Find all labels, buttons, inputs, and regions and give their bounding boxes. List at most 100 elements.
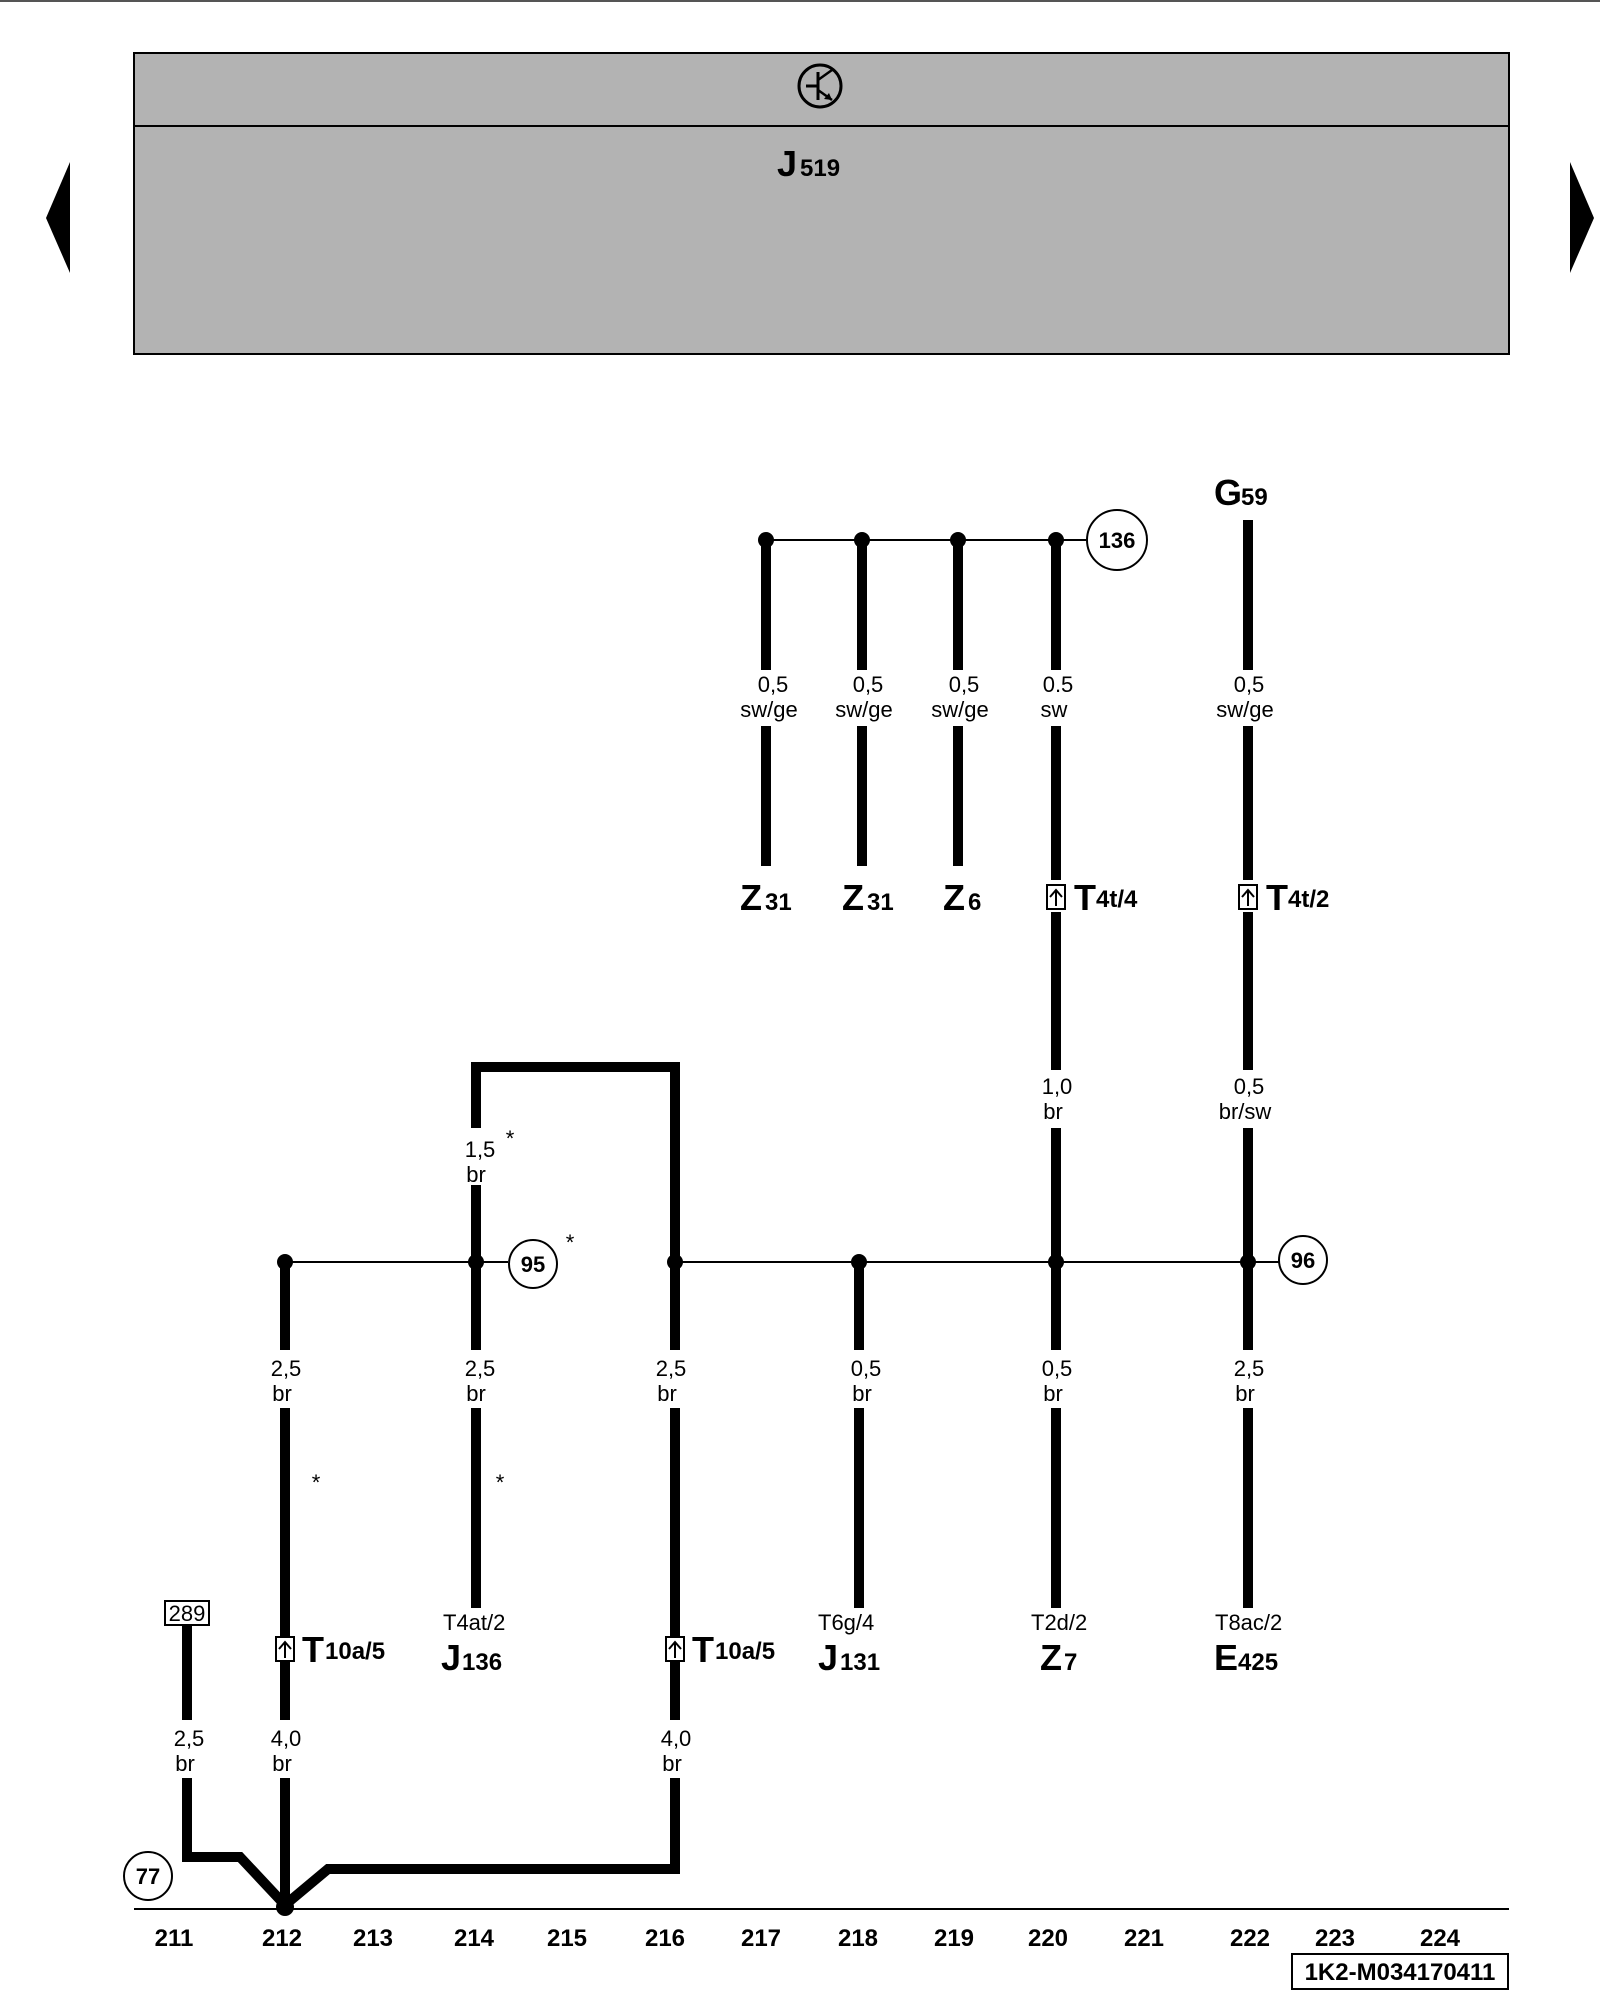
- wire-label-size: 0,5: [758, 672, 789, 697]
- component-j131-main: J: [818, 1637, 838, 1678]
- wire-label-color: sw/ge: [931, 697, 988, 722]
- wire-label-size: 0,5: [1234, 1074, 1265, 1099]
- column-number: 213: [353, 1925, 393, 1952]
- connector-t4t4: T 4t/4: [1046, 877, 1138, 918]
- wire-label-color: br: [272, 1751, 292, 1776]
- wire-label-color: sw/ge: [835, 697, 892, 722]
- document-id: 1K2-M034170411: [1305, 1959, 1496, 1986]
- wire-label-color: sw/ge: [1216, 697, 1273, 722]
- wire-label-size: 4,0: [271, 1726, 302, 1751]
- control-unit-label-main: J: [777, 143, 797, 184]
- column-number: 223: [1315, 1925, 1355, 1952]
- component-j131-sub: 131: [840, 1649, 880, 1676]
- connector-t4t4-sub: 4t/4: [1096, 886, 1138, 913]
- component-z31-b-sub: 31: [867, 889, 894, 916]
- column-number: 211: [155, 1925, 194, 1952]
- wire-label-color: br: [852, 1381, 872, 1406]
- connector-t10a5-left: T 10a/5: [275, 1629, 385, 1670]
- wire-label-color: br/sw: [1219, 1099, 1272, 1124]
- wire-label-color: sw/ge: [740, 697, 797, 722]
- wire-label-color: br: [1235, 1381, 1255, 1406]
- column-number: 212: [262, 1925, 302, 1952]
- node-95: [508, 1239, 558, 1289]
- component-z6-main: Z: [943, 877, 965, 918]
- connector-t10a5-left-main: T: [302, 1629, 324, 1670]
- reference-289-label: 289: [169, 1601, 206, 1626]
- component-z7-sub: 7: [1064, 1649, 1077, 1676]
- connector-t4t2: T 4t/2: [1238, 877, 1329, 918]
- ground-point: [276, 1898, 294, 1916]
- wire-label-color: br: [662, 1751, 682, 1776]
- wire-g59: 0,5 sw/ge: [1216, 520, 1274, 880]
- wire-j131: 0,5 br: [851, 1262, 881, 1608]
- node-96-label: 96: [1291, 1248, 1315, 1273]
- column-number: 215: [547, 1925, 587, 1952]
- wire-label-size: 2,5: [174, 1726, 205, 1751]
- component-z31-a-main: Z: [740, 877, 762, 918]
- wire-z31-a: 0,5 sw/ge: [740, 540, 798, 866]
- component-j136-sub: 136: [462, 1649, 502, 1676]
- column-number: 220: [1028, 1925, 1068, 1952]
- component-e425-sub: 425: [1238, 1649, 1278, 1676]
- wire-label-size: 0.5: [1043, 672, 1074, 697]
- component-z7-main: Z: [1040, 1637, 1062, 1678]
- wire-z31-b: 0,5 sw/ge: [835, 540, 893, 866]
- wire-label-color: br: [466, 1381, 486, 1406]
- pin-t8ac2: T8ac/2: [1215, 1610, 1282, 1635]
- wire-j136: 2,5 br *: [465, 1262, 505, 1608]
- wire-label-size: 1,0: [1042, 1074, 1073, 1099]
- wire-z7-mid: 1,0 br: [1042, 912, 1073, 1262]
- component-g59-main: G: [1214, 472, 1242, 513]
- connector-t10a5-left-sub: 10a/5: [325, 1638, 385, 1665]
- column-number: 221: [1124, 1925, 1164, 1952]
- wire-label-color: br: [466, 1162, 486, 1187]
- column-numbers: 211 212 213 214 215 216 217 218 219 220 …: [155, 1925, 1461, 1952]
- connector-t10a5-right-sub: 10a/5: [715, 1638, 775, 1665]
- component-j136-main: J: [441, 1637, 461, 1678]
- wire-z7-lower: 0,5 br: [1042, 1262, 1072, 1608]
- wire-e425: 2,5 br: [1234, 1262, 1264, 1608]
- wire-label-size: 2,5: [465, 1356, 496, 1381]
- component-z31-a-sub: 31: [765, 889, 792, 916]
- wire-label-color: br: [175, 1751, 195, 1776]
- pin-t2d2: T2d/2: [1031, 1610, 1087, 1635]
- wire-z7-upper: 0.5 sw: [1041, 540, 1074, 880]
- asterisk-mark: *: [312, 1470, 321, 1495]
- wire-label-color: br: [272, 1381, 292, 1406]
- component-g59-sub: 59: [1241, 484, 1268, 511]
- wire-g59-mid: 0,5 br/sw: [1219, 912, 1272, 1262]
- control-unit-label-sub: 519: [800, 155, 840, 182]
- connector-t4t4-main: T: [1074, 877, 1096, 918]
- column-number: 222: [1230, 1925, 1270, 1952]
- node-96: [1278, 1235, 1328, 1285]
- document-id-box: [1291, 1953, 1509, 1990]
- wire-216: 2,5 br: [656, 1262, 686, 1640]
- component-e425-main: E: [1214, 1637, 1238, 1678]
- wire-label-size: 4,0: [661, 1726, 692, 1751]
- asterisk-mark: *: [566, 1230, 575, 1255]
- wire-label-size: 0,5: [853, 672, 884, 697]
- column-number: 216: [645, 1925, 685, 1952]
- prev-page-arrow-icon[interactable]: [46, 162, 70, 273]
- node-77: [123, 1851, 173, 1901]
- wire-label-color: sw: [1041, 697, 1068, 722]
- wire-label-color: br: [657, 1381, 677, 1406]
- column-number: 218: [838, 1925, 878, 1952]
- wire-label-color: br: [1043, 1381, 1063, 1406]
- node-136-label: 136: [1099, 528, 1136, 553]
- column-number: 214: [454, 1925, 495, 1952]
- column-number: 217: [741, 1925, 781, 1952]
- pin-t6g4: T6g/4: [818, 1610, 874, 1635]
- wire-label-size: 1,5: [465, 1137, 496, 1162]
- wire-ground-left: 289 2,5 br: [164, 1600, 289, 1909]
- wire-z6: 0,5 sw/ge: [931, 540, 989, 866]
- pin-t4at2: T4at/2: [443, 1610, 505, 1635]
- column-number: 224: [1420, 1925, 1461, 1952]
- bus-96: 96: [667, 1235, 1328, 1285]
- wire-ground-216: 4,0 br: [281, 1661, 692, 1909]
- reference-289: [164, 1600, 210, 1626]
- next-page-arrow-icon[interactable]: [1570, 162, 1594, 273]
- component-z6-sub: 6: [968, 889, 981, 916]
- column-number: 219: [934, 1925, 974, 1952]
